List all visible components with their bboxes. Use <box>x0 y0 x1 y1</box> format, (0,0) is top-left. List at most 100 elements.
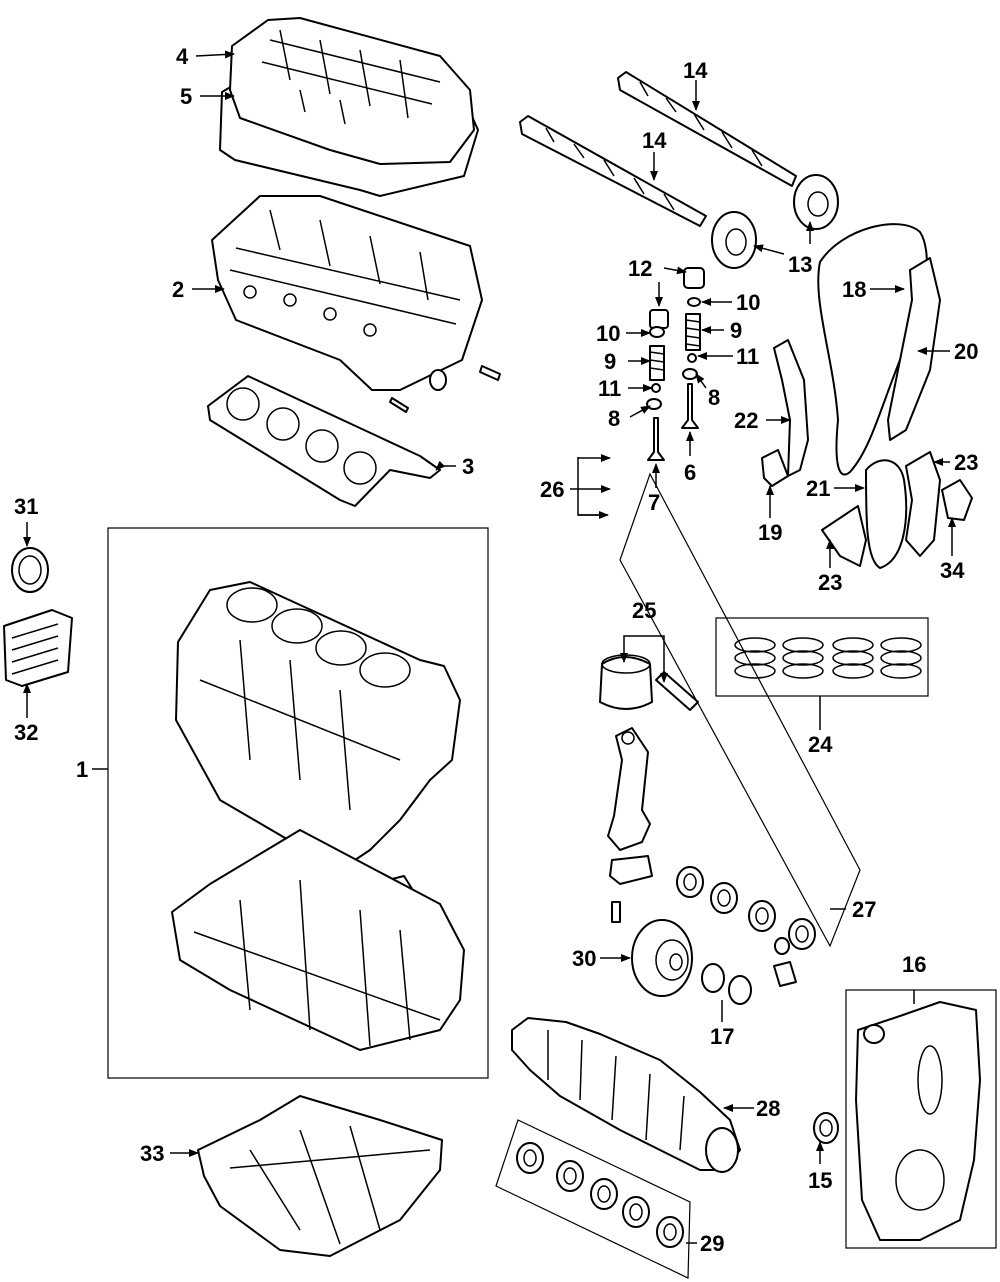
crank-key <box>774 937 790 955</box>
crankshaft-pulley <box>631 919 693 997</box>
main-bearings-frame <box>495 1119 691 1279</box>
cover-o-ring <box>863 1024 885 1044</box>
valve-keeper-right <box>687 297 701 307</box>
callout-18: 18 <box>842 277 866 302</box>
callout-1: 1 <box>76 757 88 782</box>
main-bearing-2 <box>556 1160 584 1192</box>
callout-31: 31 <box>14 494 38 519</box>
oil-pump-chain-tensioner <box>941 479 973 521</box>
piston-ring-set-2 <box>782 637 824 679</box>
callout-13: 13 <box>788 252 812 277</box>
main-bearing-5 <box>656 1216 684 1248</box>
piston-rings-frame <box>715 617 929 697</box>
callout-10-right: 10 <box>736 290 760 315</box>
callout-5: 5 <box>180 84 192 109</box>
callout-15: 15 <box>808 1168 832 1193</box>
valve-retainer-left <box>651 383 661 393</box>
main-bearing-3 <box>590 1178 618 1210</box>
crank-sprocket-pair <box>701 963 752 1005</box>
callout-12: 12 <box>628 256 652 281</box>
piston-ring-set-3 <box>832 637 874 679</box>
callout-16: 16 <box>902 952 926 977</box>
camshaft-exhaust <box>617 71 797 187</box>
cover-plate <box>3 609 73 687</box>
callout-23-right: 23 <box>954 450 978 475</box>
rod-bearing-1 <box>676 866 704 898</box>
callout-19: 19 <box>758 520 782 545</box>
callout-9-left: 9 <box>604 349 616 374</box>
crank-spacer <box>773 961 797 987</box>
tensioner-arm-lower <box>821 505 867 567</box>
crankshaft <box>511 1017 741 1173</box>
callout-30: 30 <box>572 946 596 971</box>
tensioner-arm-right <box>905 451 941 557</box>
callout-3: 3 <box>462 454 474 479</box>
valve-lifter-left <box>649 309 669 329</box>
callout-14-intake: 14 <box>642 128 667 153</box>
valve-seat-left <box>646 398 662 410</box>
main-bearing-4 <box>622 1196 650 1228</box>
callout-14-exhaust: 14 <box>683 58 708 83</box>
chain-tensioner <box>761 449 789 487</box>
valve-spring-right <box>685 313 701 351</box>
valve-left <box>647 417 665 461</box>
valve-seat-right <box>682 368 698 380</box>
callout-20: 20 <box>954 339 978 364</box>
rod-bearing-2 <box>710 882 738 914</box>
head-gasket <box>207 375 441 507</box>
callout-7: 7 <box>648 490 660 515</box>
callout-8-right: 8 <box>708 385 720 410</box>
lower-chain <box>865 459 908 569</box>
valve-seal-left <box>649 326 665 338</box>
callout-6: 6 <box>684 460 696 485</box>
connecting-rod <box>607 727 653 923</box>
cylinder-head <box>211 195 501 413</box>
valve-lifter <box>683 267 705 289</box>
callout-27: 27 <box>852 897 876 922</box>
callout-34: 34 <box>940 558 965 583</box>
piston <box>599 654 653 710</box>
rod-bearing-3 <box>748 900 776 932</box>
callout-29: 29 <box>700 1231 724 1256</box>
valve-spring-left <box>649 345 665 381</box>
chain-guide-right <box>887 257 941 441</box>
callout-24: 24 <box>808 732 833 757</box>
main-bearing-1 <box>516 1142 544 1174</box>
lower-crankcase <box>171 829 465 1051</box>
callout-21: 21 <box>806 476 830 501</box>
front-crank-seal <box>813 1112 839 1144</box>
callout-23-lower: 23 <box>818 570 842 595</box>
chain-guide-left <box>773 339 809 477</box>
short-block-frame <box>107 527 489 1079</box>
callout-4: 4 <box>176 44 189 69</box>
callout-28: 28 <box>756 1096 780 1121</box>
timing-cover <box>855 1001 981 1241</box>
callout-8-left: 8 <box>608 406 620 431</box>
valve-cover <box>229 17 475 165</box>
valve-right <box>681 383 699 429</box>
oil-seal <box>11 547 49 593</box>
callout-9-right: 9 <box>730 318 742 343</box>
callout-32: 32 <box>14 720 38 745</box>
callout-17: 17 <box>710 1024 734 1049</box>
leader-lines <box>23 50 956 1244</box>
piston-ring-set-1 <box>734 637 776 679</box>
rod-bearings-frame <box>619 472 861 948</box>
callout-25: 25 <box>632 598 656 623</box>
callout-labels: 4 5 2 3 14 14 13 12 10 10 9 9 11 11 8 8 … <box>14 44 978 1256</box>
callout-11-left: 11 <box>598 376 621 401</box>
callout-33: 33 <box>140 1141 164 1166</box>
cam-sprocket-exhaust <box>793 174 839 230</box>
cam-sprocket-intake <box>711 211 757 269</box>
valve-retainer-right <box>687 353 697 363</box>
oil-pan <box>197 1095 443 1257</box>
callout-10-left: 10 <box>596 321 620 346</box>
piston-ring-set-4 <box>880 637 922 679</box>
callout-11-right: 11 <box>736 344 759 369</box>
camshaft-intake <box>519 115 707 227</box>
callout-2: 2 <box>172 277 184 302</box>
callout-22: 22 <box>734 408 758 433</box>
rod-bearing-4 <box>788 918 816 950</box>
callout-26: 26 <box>540 477 564 502</box>
